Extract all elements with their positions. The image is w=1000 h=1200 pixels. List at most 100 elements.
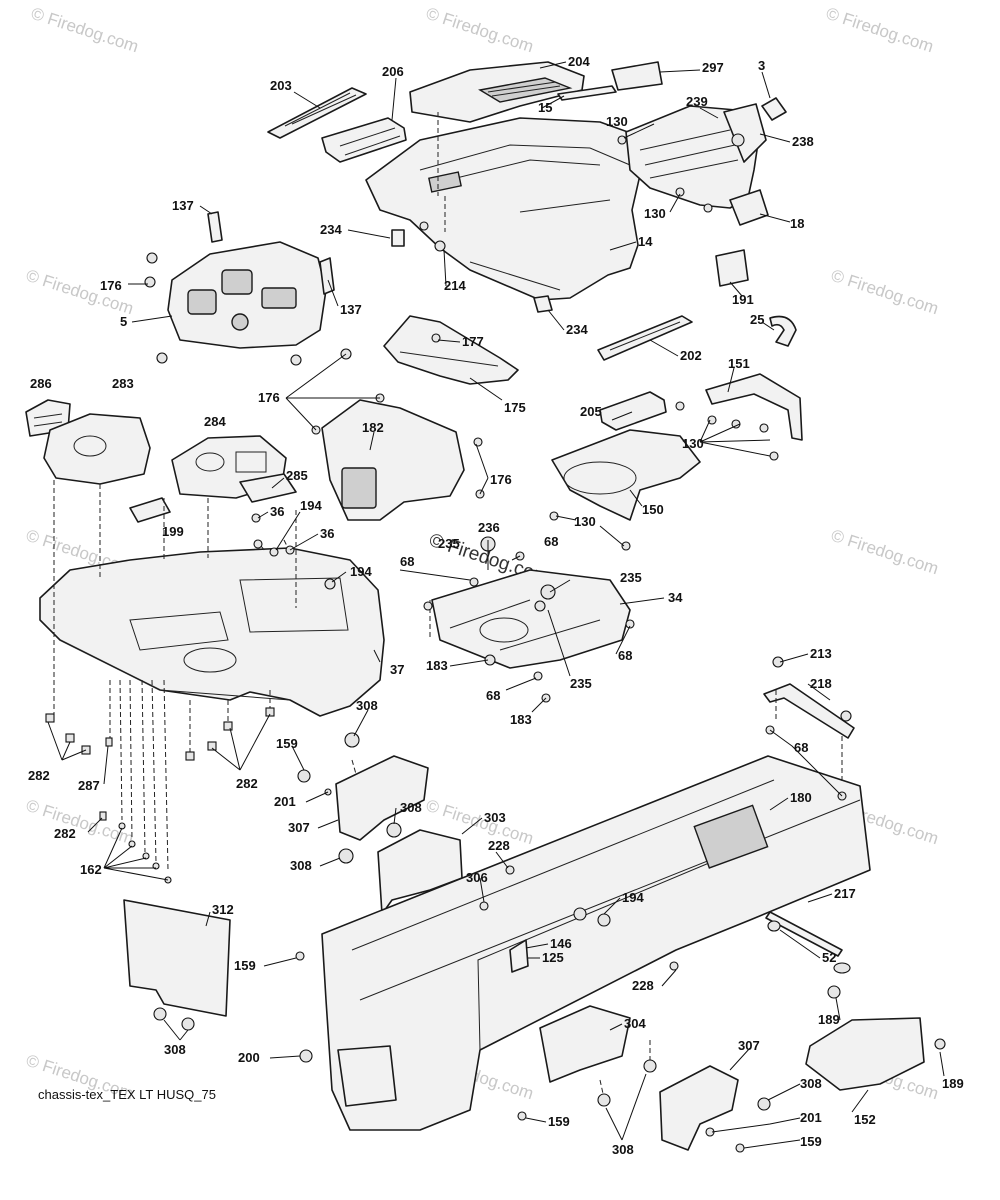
part-label: 297 bbox=[702, 60, 724, 75]
part-label: 18 bbox=[790, 216, 804, 231]
part-label: 234 bbox=[566, 322, 588, 337]
part-label: 284 bbox=[204, 414, 226, 429]
part-label: 37 bbox=[390, 662, 404, 677]
part-label: 204 bbox=[568, 54, 590, 69]
part-label: 137 bbox=[340, 302, 362, 317]
part-label: 68 bbox=[544, 534, 558, 549]
part-label: 159 bbox=[234, 958, 256, 973]
part-label: 282 bbox=[54, 826, 76, 841]
watermark: © Firedog.com bbox=[829, 526, 941, 579]
part-label: 125 bbox=[542, 950, 564, 965]
part-label: 235 bbox=[438, 536, 460, 551]
part-label: 150 bbox=[642, 502, 664, 517]
part-label: 146 bbox=[550, 936, 572, 951]
part-label: 130 bbox=[574, 514, 596, 529]
part-label: 189 bbox=[818, 1012, 840, 1027]
part-label: 159 bbox=[548, 1114, 570, 1129]
part-label: 176 bbox=[258, 390, 280, 405]
part-label: 68 bbox=[618, 648, 632, 663]
watermark: © Firedog.com bbox=[424, 4, 536, 57]
part-label: 282 bbox=[28, 768, 50, 783]
part-label: 283 bbox=[112, 376, 134, 391]
part-label: 199 bbox=[162, 524, 184, 539]
hood-assembly bbox=[25, 61, 925, 1151]
part-label: 306 bbox=[466, 870, 488, 885]
part-label: 304 bbox=[624, 1016, 646, 1031]
watermark: © Firedog.com bbox=[24, 796, 136, 849]
part-label: 217 bbox=[834, 886, 856, 901]
part-label: 189 bbox=[942, 1076, 964, 1091]
part-label: 203 bbox=[270, 78, 292, 93]
part-label: 235 bbox=[570, 676, 592, 691]
part-label: 191 bbox=[732, 292, 754, 307]
part-label: 282 bbox=[236, 776, 258, 791]
part-labels: 203 206 204 297 3 15 239 130 238 130 18 … bbox=[28, 54, 964, 1157]
hardware bbox=[45, 135, 946, 1153]
part-label: 176 bbox=[490, 472, 512, 487]
leader-lines bbox=[47, 61, 945, 1149]
part-label: 238 bbox=[792, 134, 814, 149]
part-label: 307 bbox=[288, 820, 310, 835]
part-label: 180 bbox=[790, 790, 812, 805]
part-label: 308 bbox=[612, 1142, 634, 1157]
part-label: 15 bbox=[538, 100, 552, 115]
part-label: 68 bbox=[400, 554, 414, 569]
part-label: 159 bbox=[800, 1134, 822, 1149]
part-label: 177 bbox=[462, 334, 484, 349]
part-label: 307 bbox=[738, 1038, 760, 1053]
assembly-guides bbox=[53, 112, 941, 1099]
part-label: 130 bbox=[682, 436, 704, 451]
part-label: 14 bbox=[638, 234, 653, 249]
part-label: 5 bbox=[120, 314, 127, 329]
part-label: 36 bbox=[270, 504, 284, 519]
part-label: 214 bbox=[444, 278, 466, 293]
part-label: 68 bbox=[794, 740, 808, 755]
part-label: 235 bbox=[620, 570, 642, 585]
part-label: 206 bbox=[382, 64, 404, 79]
part-label: 308 bbox=[164, 1042, 186, 1057]
part-label: 200 bbox=[238, 1050, 260, 1065]
watermark: © Firedog.com bbox=[824, 4, 936, 57]
part-label: 68 bbox=[486, 688, 500, 703]
part-label: 152 bbox=[854, 1112, 876, 1127]
part-label: 308 bbox=[800, 1076, 822, 1091]
part-label: 176 bbox=[100, 278, 122, 293]
part-label: 183 bbox=[510, 712, 532, 727]
part-label: 308 bbox=[290, 858, 312, 873]
part-label: 201 bbox=[800, 1110, 822, 1125]
part-label: 239 bbox=[686, 94, 708, 109]
part-label: 25 bbox=[750, 312, 764, 327]
part-label: 228 bbox=[632, 978, 654, 993]
part-label: 286 bbox=[30, 376, 52, 391]
part-label: 194 bbox=[300, 498, 322, 513]
part-label: 303 bbox=[484, 810, 506, 825]
part-label: 234 bbox=[320, 222, 342, 237]
part-label: 213 bbox=[810, 646, 832, 661]
part-label: 285 bbox=[286, 468, 308, 483]
part-label: 159 bbox=[276, 736, 298, 751]
part-label: 183 bbox=[426, 658, 448, 673]
watermark: © Firedog.com bbox=[29, 4, 141, 57]
part-label: 228 bbox=[488, 838, 510, 853]
part-label: 137 bbox=[172, 198, 194, 213]
part-label: 236 bbox=[478, 520, 500, 535]
part-label: 218 bbox=[810, 676, 832, 691]
part-label: 308 bbox=[356, 698, 378, 713]
part-label: 202 bbox=[680, 348, 702, 363]
part-label: 130 bbox=[644, 206, 666, 221]
part-label: 34 bbox=[668, 590, 683, 605]
part-label: 201 bbox=[274, 794, 296, 809]
part-label: 308 bbox=[400, 800, 422, 815]
part-label: 182 bbox=[362, 420, 384, 435]
part-label: 52 bbox=[822, 950, 836, 965]
part-label: 205 bbox=[580, 404, 602, 419]
part-label: 151 bbox=[728, 356, 750, 371]
part-label: 3 bbox=[758, 58, 765, 73]
watermark: © Firedog.com bbox=[829, 266, 941, 319]
part-label: 130 bbox=[606, 114, 628, 129]
part-label: 194 bbox=[622, 890, 644, 905]
part-label: 194 bbox=[350, 564, 372, 579]
diagram-caption: chassis-tex_TEX LT HUSQ_75 bbox=[38, 1087, 216, 1102]
part-label: 312 bbox=[212, 902, 234, 917]
